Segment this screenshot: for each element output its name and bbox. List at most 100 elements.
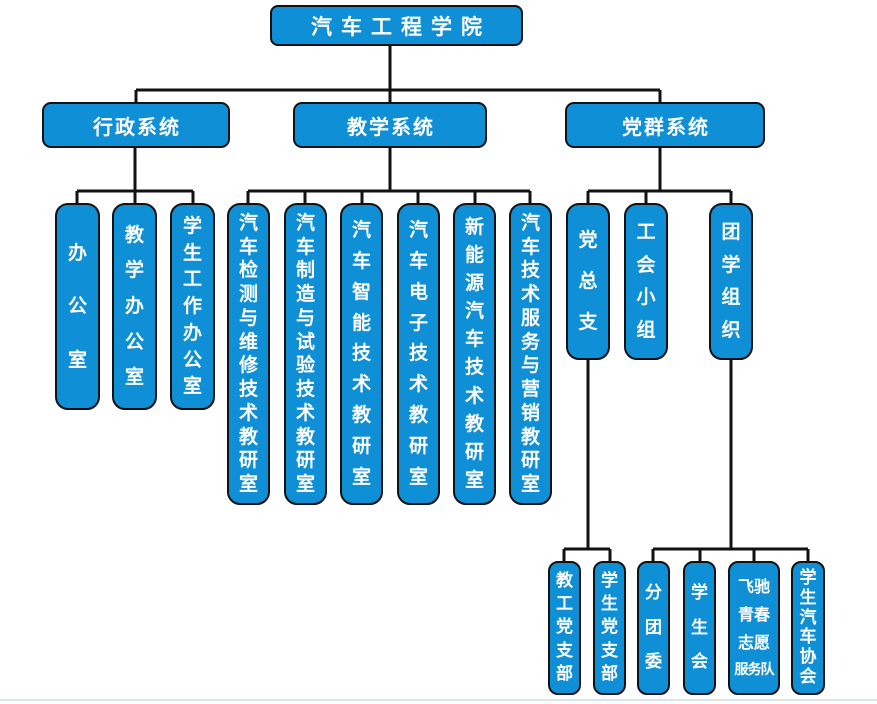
label-char: 与 [238,306,258,329]
org-node-teaching-office: 教学办公室 [112,203,157,410]
label-char: 技 [238,378,258,401]
label-char: 术 [295,401,315,424]
label-char: 生 [601,594,618,615]
label-char: 工 [636,220,656,243]
label-char: 党 [578,229,598,251]
label-char: 室 [464,468,484,491]
label-char: 办 [124,294,144,317]
label-char: 术 [520,283,540,306]
label-char: 生 [799,587,817,608]
label-char: 组 [636,319,656,342]
label-char: 汽 [351,218,371,241]
volunteer-team-line: 飞驰 [737,577,770,596]
label-char: 检 [238,259,258,282]
label-char: 会 [691,652,708,673]
org-node-auto-electronics-dept: 汽车电子技术教研室 [397,203,440,505]
label-char: 研 [408,435,428,458]
connector-root-to-systems [134,46,662,102]
org-node-college: 汽车工程学院 [270,5,523,46]
label-char: 车 [408,249,428,272]
org-node-new-energy-vehicle-dept: 新能源汽车技术教研室 [453,203,496,505]
label-char: 生 [691,617,708,638]
label-char: 会 [799,667,817,688]
volunteer-team-line: 志愿 [737,633,770,652]
label-char: 车 [351,249,371,272]
label-char: 车 [238,235,258,258]
label-char: 学 [601,571,618,592]
label-char: 教 [238,425,258,448]
label-char: 公 [67,295,87,317]
label-char: 新 [464,216,484,239]
label-char: 车 [520,235,540,258]
label-char: 党 [556,617,573,638]
label-char: 技 [520,259,540,282]
label-char: 源 [464,272,484,295]
label-char: 子 [408,311,428,334]
label-char: 术 [464,384,484,407]
label-char: 销 [520,401,540,424]
label-char: 汽 [799,607,817,628]
label-char: 作 [182,295,202,317]
label-char: 技 [351,342,371,365]
label-char: 团 [721,220,741,243]
label-char: 术 [408,373,428,396]
org-node-auto-service-marketing-dept: 汽车技术服务与营销教研室 [509,203,552,505]
org-node-volunteer-service-team: 飞驰 青春 志愿 服务队 [728,561,780,695]
label-char: 室 [520,473,540,496]
label-char: 汽 [238,211,258,234]
label-char: 室 [67,348,87,371]
label-char: 与 [520,354,540,377]
connector-teaching-to-depts [246,148,532,203]
volunteer-team-line: 服务队 [734,662,775,678]
org-node-student-auto-association: 学生汽车协会 [791,561,825,695]
label-char: 支 [556,640,573,661]
label-char: 公 [124,330,144,353]
label-char: 车 [295,235,315,258]
label-char: 技 [408,342,428,365]
label-char: 组 [721,286,741,309]
label-char: 汽 [520,211,540,234]
label-char: 修 [238,354,258,377]
label-char: 试 [295,330,315,353]
connector-youth-league-to-orgs [651,360,810,562]
label-char: 汽 [295,211,315,234]
label-char: 技 [295,378,315,401]
label-char: 分 [645,582,662,603]
label-char: 支 [601,640,618,661]
label-char: 服 [520,306,540,329]
org-node-auto-manufacturing-test-dept: 汽车制造与试验技术教研室 [284,203,327,505]
label-char: 支 [578,311,598,333]
org-node-auto-intelligent-tech-dept: 汽车智能技术教研室 [340,203,383,505]
label-char: 智 [351,280,371,303]
label-char: 教 [408,404,428,427]
org-node-student-party-branch: 学生党支部 [593,561,626,695]
label-char: 办 [67,241,87,264]
label-char: 汽 [464,300,484,323]
label-char: 生 [182,241,202,264]
label-char: 研 [238,449,258,472]
label-char: 团 [645,617,662,638]
label-char: 研 [464,440,484,463]
org-node-admin-system: 行政系统 [42,102,230,148]
org-node-student-union: 学生会 [683,561,716,695]
label-char: 营 [520,378,540,401]
label-char: 织 [721,319,741,342]
label-char: 室 [182,375,202,398]
label-char: 会 [636,253,656,276]
label-char: 党 [601,617,618,638]
label-char: 室 [238,473,258,496]
connector-admin-to-offices [75,148,195,203]
org-node-auto-inspection-maintenance-dept: 汽车检测与维修技术教研室 [227,203,270,505]
label-char: 验 [295,354,315,377]
label-char: 办 [182,321,202,344]
label-char: 务 [520,330,540,353]
org-node-party-mass-system: 党群系统 [565,102,765,148]
label-char: 教 [556,571,573,592]
label-char: 学 [799,567,817,588]
label-char: 术 [238,401,258,424]
label-char: 室 [295,473,315,496]
connector-party-branch-to-cells [562,360,612,562]
label-char: 教 [295,425,315,448]
